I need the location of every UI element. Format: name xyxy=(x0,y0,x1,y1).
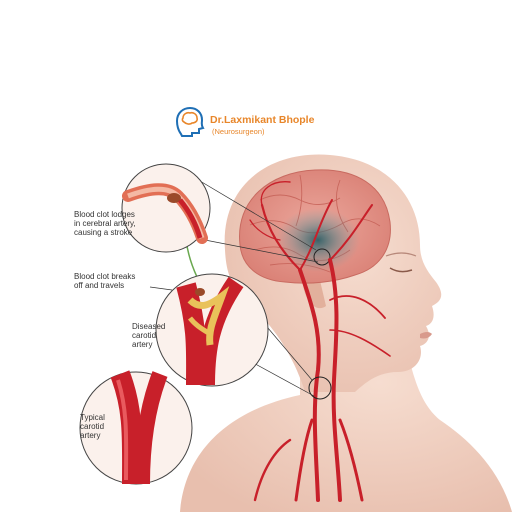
label-clot-lodges: Blood clot lodges in cerebral artery, ca… xyxy=(74,210,136,237)
zoom-clot-lodges xyxy=(121,163,211,253)
shoulders xyxy=(180,296,512,512)
eyebrow xyxy=(385,252,417,257)
label-diseased-artery: Diseased carotid artery xyxy=(132,322,166,349)
stroke-affected-region xyxy=(276,208,360,272)
label-typical-artery: Typical carotid artery xyxy=(80,413,105,440)
brand-header: Dr.Laxmikant Bhople (Neurosurgeon) xyxy=(172,104,322,144)
clot-site-marker xyxy=(313,248,331,266)
brand-subtitle: (Neurosurgeon) xyxy=(212,127,265,136)
carotid-bifurcation-marker xyxy=(308,376,332,400)
brand-name: Dr.Laxmikant Bhople xyxy=(210,114,315,126)
label-clot-breaks: Blood clot breaks off and travels xyxy=(74,272,136,290)
lips xyxy=(420,332,432,339)
artery-network xyxy=(249,181,391,502)
zoom-typical-artery xyxy=(79,370,193,485)
brain-head-logo-icon xyxy=(175,106,205,137)
zoom-diseased-artery xyxy=(155,273,269,387)
closed-eye xyxy=(389,267,413,273)
